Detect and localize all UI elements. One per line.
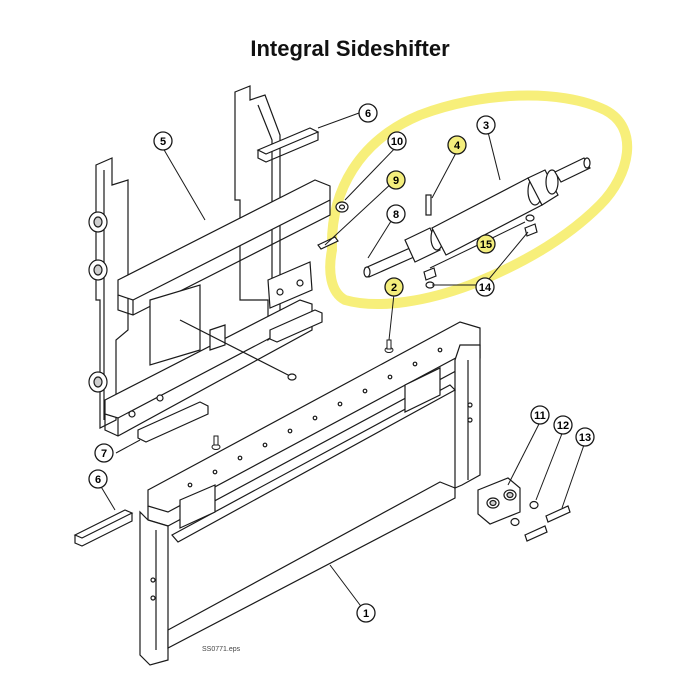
callout-2-label: 2	[391, 282, 397, 294]
callout-15-label: 15	[480, 239, 492, 251]
callout-14-label: 14	[479, 282, 492, 294]
cylinder-assembly	[317, 157, 591, 289]
callout-4: 4	[447, 135, 467, 155]
diagram-title: Integral Sideshifter	[250, 36, 450, 61]
upper-wear-strip	[256, 127, 320, 163]
callout-9-label: 9	[393, 175, 399, 187]
callout-3-label: 3	[483, 120, 489, 132]
carriage-frame	[88, 85, 331, 437]
callout-11-label: 11	[534, 410, 546, 422]
callout-7-label: 7	[101, 448, 107, 460]
callout-markers: 1 2 3 4 5 6 6 7	[88, 103, 595, 623]
callout-5: 5	[153, 131, 173, 151]
callout-13: 13	[575, 427, 595, 447]
callout-5-label: 5	[160, 136, 166, 148]
callout-1-label: 1	[363, 608, 369, 620]
callout-7: 7	[94, 443, 114, 463]
callout-3: 3	[476, 115, 496, 135]
callout-8-label: 8	[393, 209, 399, 221]
callout-10-label: 10	[391, 136, 403, 148]
callout-8: 8	[386, 204, 406, 224]
callout-11: 11	[530, 405, 550, 425]
callout-13-label: 13	[579, 432, 591, 444]
callout-6-upper-label: 6	[365, 108, 371, 120]
callout-14: 14	[475, 277, 495, 297]
callout-6-upper: 6	[358, 103, 378, 123]
callout-6-lower: 6	[88, 469, 108, 489]
callout-10: 10	[387, 131, 407, 151]
cylinder-highlight-outline	[325, 90, 633, 309]
lower-frame	[139, 321, 481, 666]
file-label: SS0771.eps	[202, 646, 241, 653]
cylinder-mount-bracket	[477, 477, 571, 542]
callout-9: 9	[386, 170, 406, 190]
callout-12-label: 12	[557, 420, 569, 432]
callout-2: 2	[384, 277, 404, 297]
callout-12: 12	[553, 415, 573, 435]
lower-wear-strip	[73, 509, 134, 547]
callout-6-lower-label: 6	[95, 474, 101, 486]
callout-1: 1	[356, 603, 376, 623]
lower-wear-pad	[137, 309, 323, 443]
grease-fittings	[211, 339, 394, 450]
callout-4-label: 4	[454, 140, 461, 152]
callout-15: 15	[476, 234, 496, 254]
